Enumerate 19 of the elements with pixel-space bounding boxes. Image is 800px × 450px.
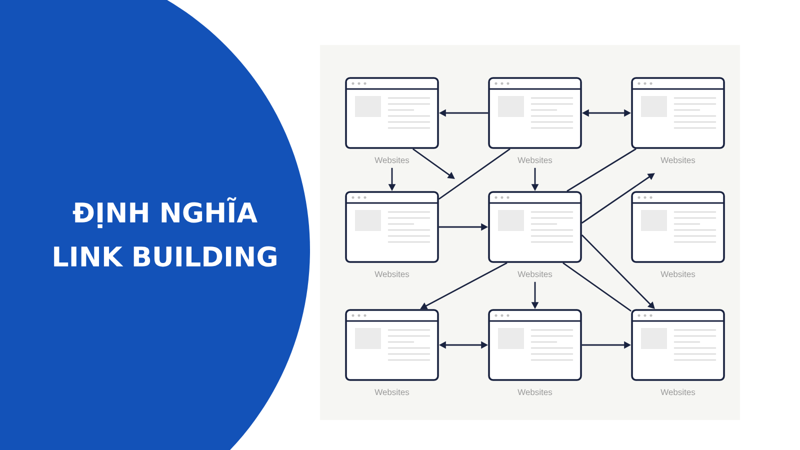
browser-window [631,309,725,381]
title: ĐỊNH NGHĨA LINK BUILDING [54,197,276,267]
website-label: Websites [374,156,410,164]
browser-window [488,77,582,149]
website-label: Websites [374,388,410,396]
website-label: Websites [660,156,696,164]
browser-window [631,191,725,263]
browser-window [488,309,582,381]
browser-window [488,191,582,263]
browser-window [345,309,439,381]
website-label: Websites [660,388,696,396]
website-label: Websites [518,156,552,164]
browser-window [631,77,725,149]
browser-window [345,191,439,263]
website-label: Websites [518,270,552,278]
website-label: Websites [660,270,696,278]
website-label: Websites [518,388,552,396]
website-label: Websites [374,270,410,278]
browser-window [345,77,439,149]
